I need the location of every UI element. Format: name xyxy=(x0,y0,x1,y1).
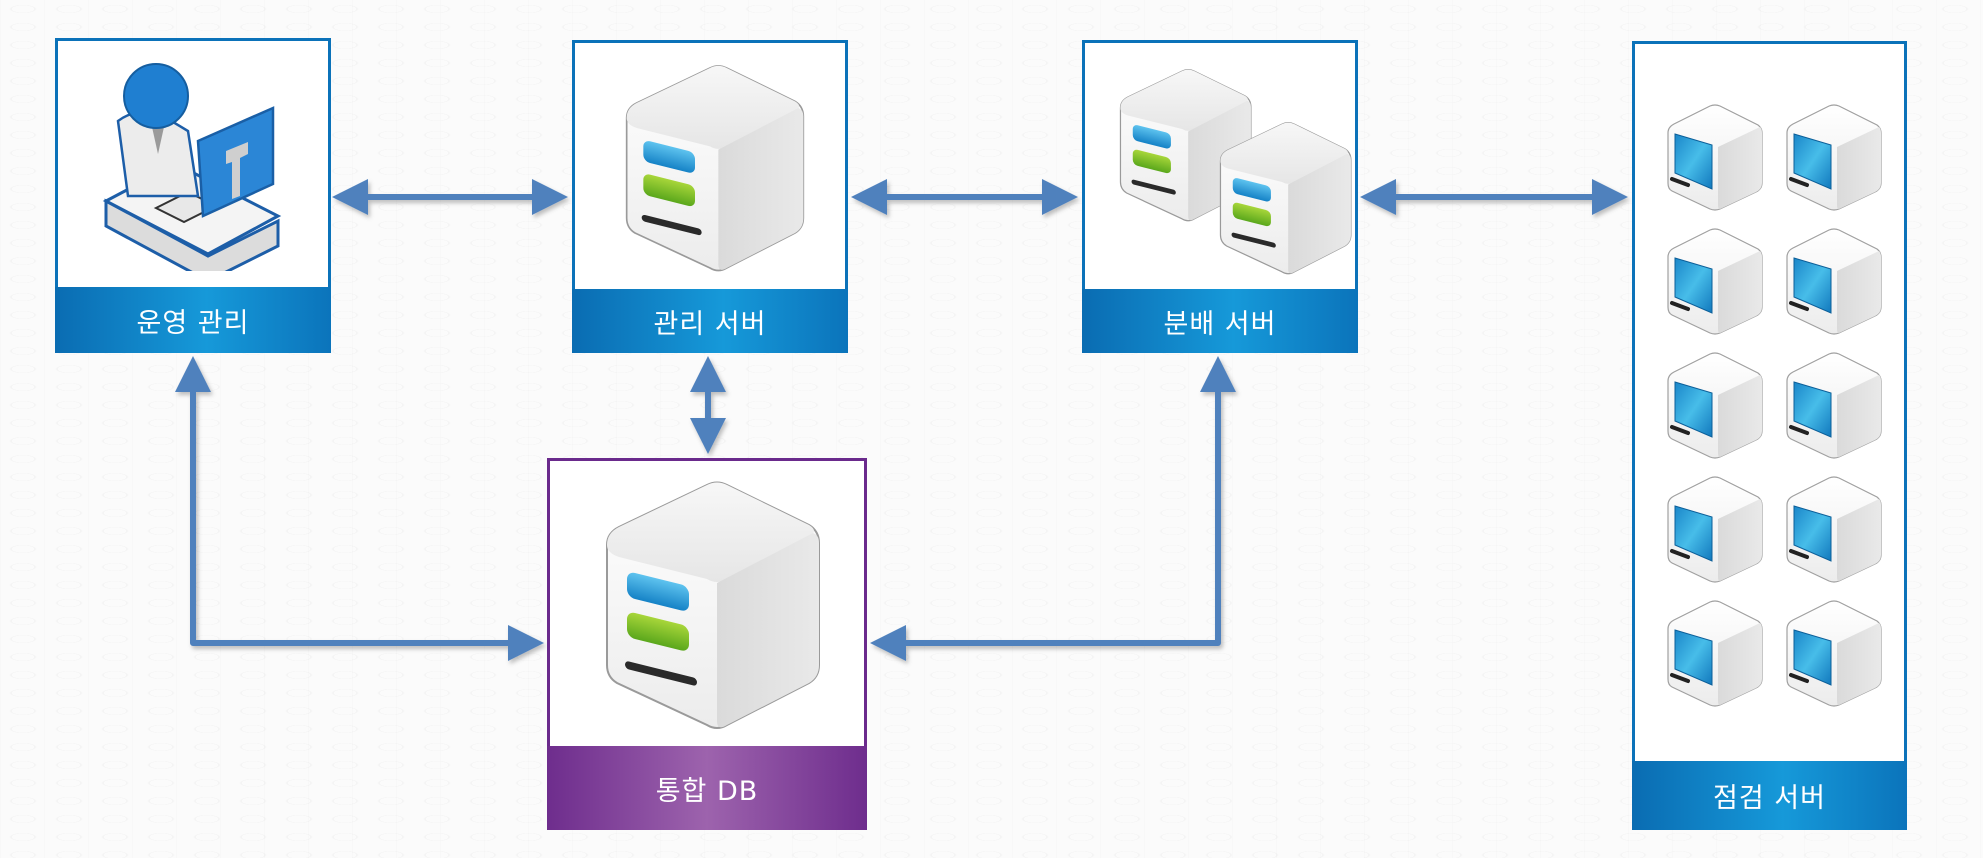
server-icon xyxy=(1207,118,1357,278)
server-icon xyxy=(1660,225,1766,337)
server-icon xyxy=(1779,101,1885,213)
node-label: 관리 서버 xyxy=(572,289,848,353)
server-icon xyxy=(610,59,810,277)
database-server-icon xyxy=(587,474,827,736)
server-icon xyxy=(1779,225,1885,337)
arrow-ops-db xyxy=(175,356,544,661)
node-label: 통합 DB xyxy=(547,746,867,830)
arrow-dist-db xyxy=(870,356,1236,661)
dual-server-icon xyxy=(1085,43,1355,293)
server-icon xyxy=(1660,101,1766,213)
server-icon xyxy=(1660,349,1766,461)
server-cluster-icon xyxy=(1660,101,1885,709)
node-integrated-db[interactable]: 통합 DB xyxy=(547,458,867,830)
node-inspection-server[interactable]: 점검 서버 xyxy=(1632,41,1907,830)
node-label: 점검 서버 xyxy=(1632,761,1907,830)
node-label: 분배 서버 xyxy=(1082,289,1358,353)
node-management-server[interactable]: 관리 서버 xyxy=(572,40,848,353)
node-operations-management[interactable]: 운영 관리 xyxy=(55,38,331,353)
server-icon xyxy=(1660,473,1766,585)
server-icon xyxy=(1660,597,1766,709)
operator-workstation-icon xyxy=(102,63,282,271)
server-icon xyxy=(1779,473,1885,585)
node-distribution-server[interactable]: 분배 서버 xyxy=(1082,40,1358,353)
server-icon xyxy=(1779,597,1885,709)
server-icon xyxy=(1779,349,1885,461)
node-label: 운영 관리 xyxy=(55,287,331,353)
